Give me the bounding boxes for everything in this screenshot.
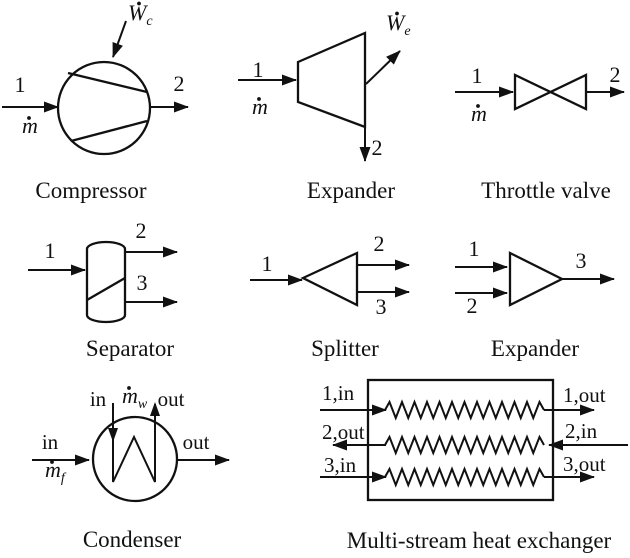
stream-label: 1,in bbox=[322, 381, 355, 405]
overdot-icon bbox=[257, 97, 261, 101]
overdot-icon bbox=[137, 1, 141, 6]
stream-label: 2 bbox=[136, 218, 147, 243]
expander-turbine-symbol: 1 2 m We Expander bbox=[238, 10, 411, 203]
compressor-symbol: 1 2 m Wc Compressor bbox=[2, 0, 189, 203]
work-input-arrow bbox=[112, 20, 127, 58]
overdot-icon bbox=[27, 116, 31, 120]
stream-label: 2,out bbox=[322, 420, 365, 444]
stream-label: 3 bbox=[576, 248, 587, 273]
overdot-icon bbox=[50, 460, 54, 464]
coolant-tube bbox=[112, 403, 156, 483]
mass-flow-label: m bbox=[22, 113, 38, 138]
stream-label: 1 bbox=[469, 236, 480, 261]
symbol-caption: Splitter bbox=[311, 336, 379, 361]
work-rate-label: We bbox=[386, 10, 411, 39]
stream-label: 2 bbox=[174, 71, 185, 96]
stream-label: 1 bbox=[262, 251, 273, 276]
mass-flow-label: m bbox=[471, 101, 487, 126]
stream-label: 1 bbox=[472, 63, 483, 88]
stream-label: 1 bbox=[253, 57, 264, 82]
symbol-caption: Compressor bbox=[35, 178, 147, 203]
stream-label: 1 bbox=[15, 72, 26, 97]
stream-label: 2,in bbox=[565, 419, 598, 443]
separator-baffle bbox=[86, 277, 126, 301]
overdot-icon bbox=[476, 104, 480, 108]
throttle-valve-symbol: 1 2 m Throttle valve bbox=[455, 62, 625, 203]
work-output-arrow bbox=[365, 50, 401, 85]
stream2-coil bbox=[384, 434, 545, 456]
stream-label: 2 bbox=[610, 62, 621, 87]
heat-exchanger-symbol: 1,in 2,out 3,in 1,out 2,in 3,out Multi-s… bbox=[320, 378, 628, 553]
expander-body bbox=[296, 31, 367, 129]
feed-in-label: in bbox=[42, 430, 59, 454]
overdot-icon bbox=[127, 386, 131, 390]
symbol-caption: Expander bbox=[307, 178, 395, 203]
stream-label: 2 bbox=[372, 135, 383, 160]
stream-label: 2 bbox=[467, 293, 478, 318]
splitter-body bbox=[300, 251, 359, 307]
coolant-out-label: out bbox=[158, 387, 185, 411]
coolant-in-arrowhead-icon bbox=[108, 428, 118, 442]
condenser-body bbox=[91, 415, 179, 503]
feed-out-label: out bbox=[183, 430, 210, 454]
compressor-vane-top bbox=[67, 71, 148, 94]
mixer-symbol: 1 2 3 Expander bbox=[455, 236, 615, 361]
overdot-icon bbox=[395, 11, 399, 16]
compressor-vane-bottom bbox=[70, 119, 148, 143]
coolant-in-label: in bbox=[90, 387, 107, 411]
splitter-symbol: 1 2 3 Splitter bbox=[250, 231, 410, 361]
feed-mass-flow-label: mf bbox=[45, 457, 67, 486]
stream3-coil bbox=[384, 466, 545, 488]
separator-vessel bbox=[85, 240, 127, 324]
coolant-mass-flow-label: mw bbox=[122, 383, 148, 412]
condenser-symbol: in out mw in out mf Condenser bbox=[32, 383, 230, 552]
symbol-caption: Multi-stream heat exchanger bbox=[347, 528, 612, 553]
stream-label: 3,out bbox=[563, 452, 606, 476]
symbol-caption: Expander bbox=[491, 336, 579, 361]
work-rate-label: Wc bbox=[128, 0, 153, 29]
mixer-body bbox=[508, 251, 565, 307]
coolant-out-arrowhead-icon bbox=[150, 402, 160, 416]
mass-flow-label: m bbox=[252, 94, 268, 119]
stream-label: 1 bbox=[45, 238, 56, 263]
stream1-coil bbox=[384, 399, 545, 421]
stream-label: 2 bbox=[374, 231, 385, 256]
symbol-caption: Throttle valve bbox=[481, 178, 611, 203]
symbol-caption: Condenser bbox=[83, 527, 182, 552]
stream-label: 3 bbox=[376, 294, 387, 319]
symbol-caption: Separator bbox=[86, 336, 174, 361]
valve-body bbox=[513, 73, 588, 111]
stream-label: 3 bbox=[137, 270, 148, 295]
stream-label: 1,out bbox=[563, 383, 606, 407]
stream-label: 3,in bbox=[324, 453, 357, 477]
separator-symbol: 1 2 3 Separator bbox=[28, 218, 178, 361]
